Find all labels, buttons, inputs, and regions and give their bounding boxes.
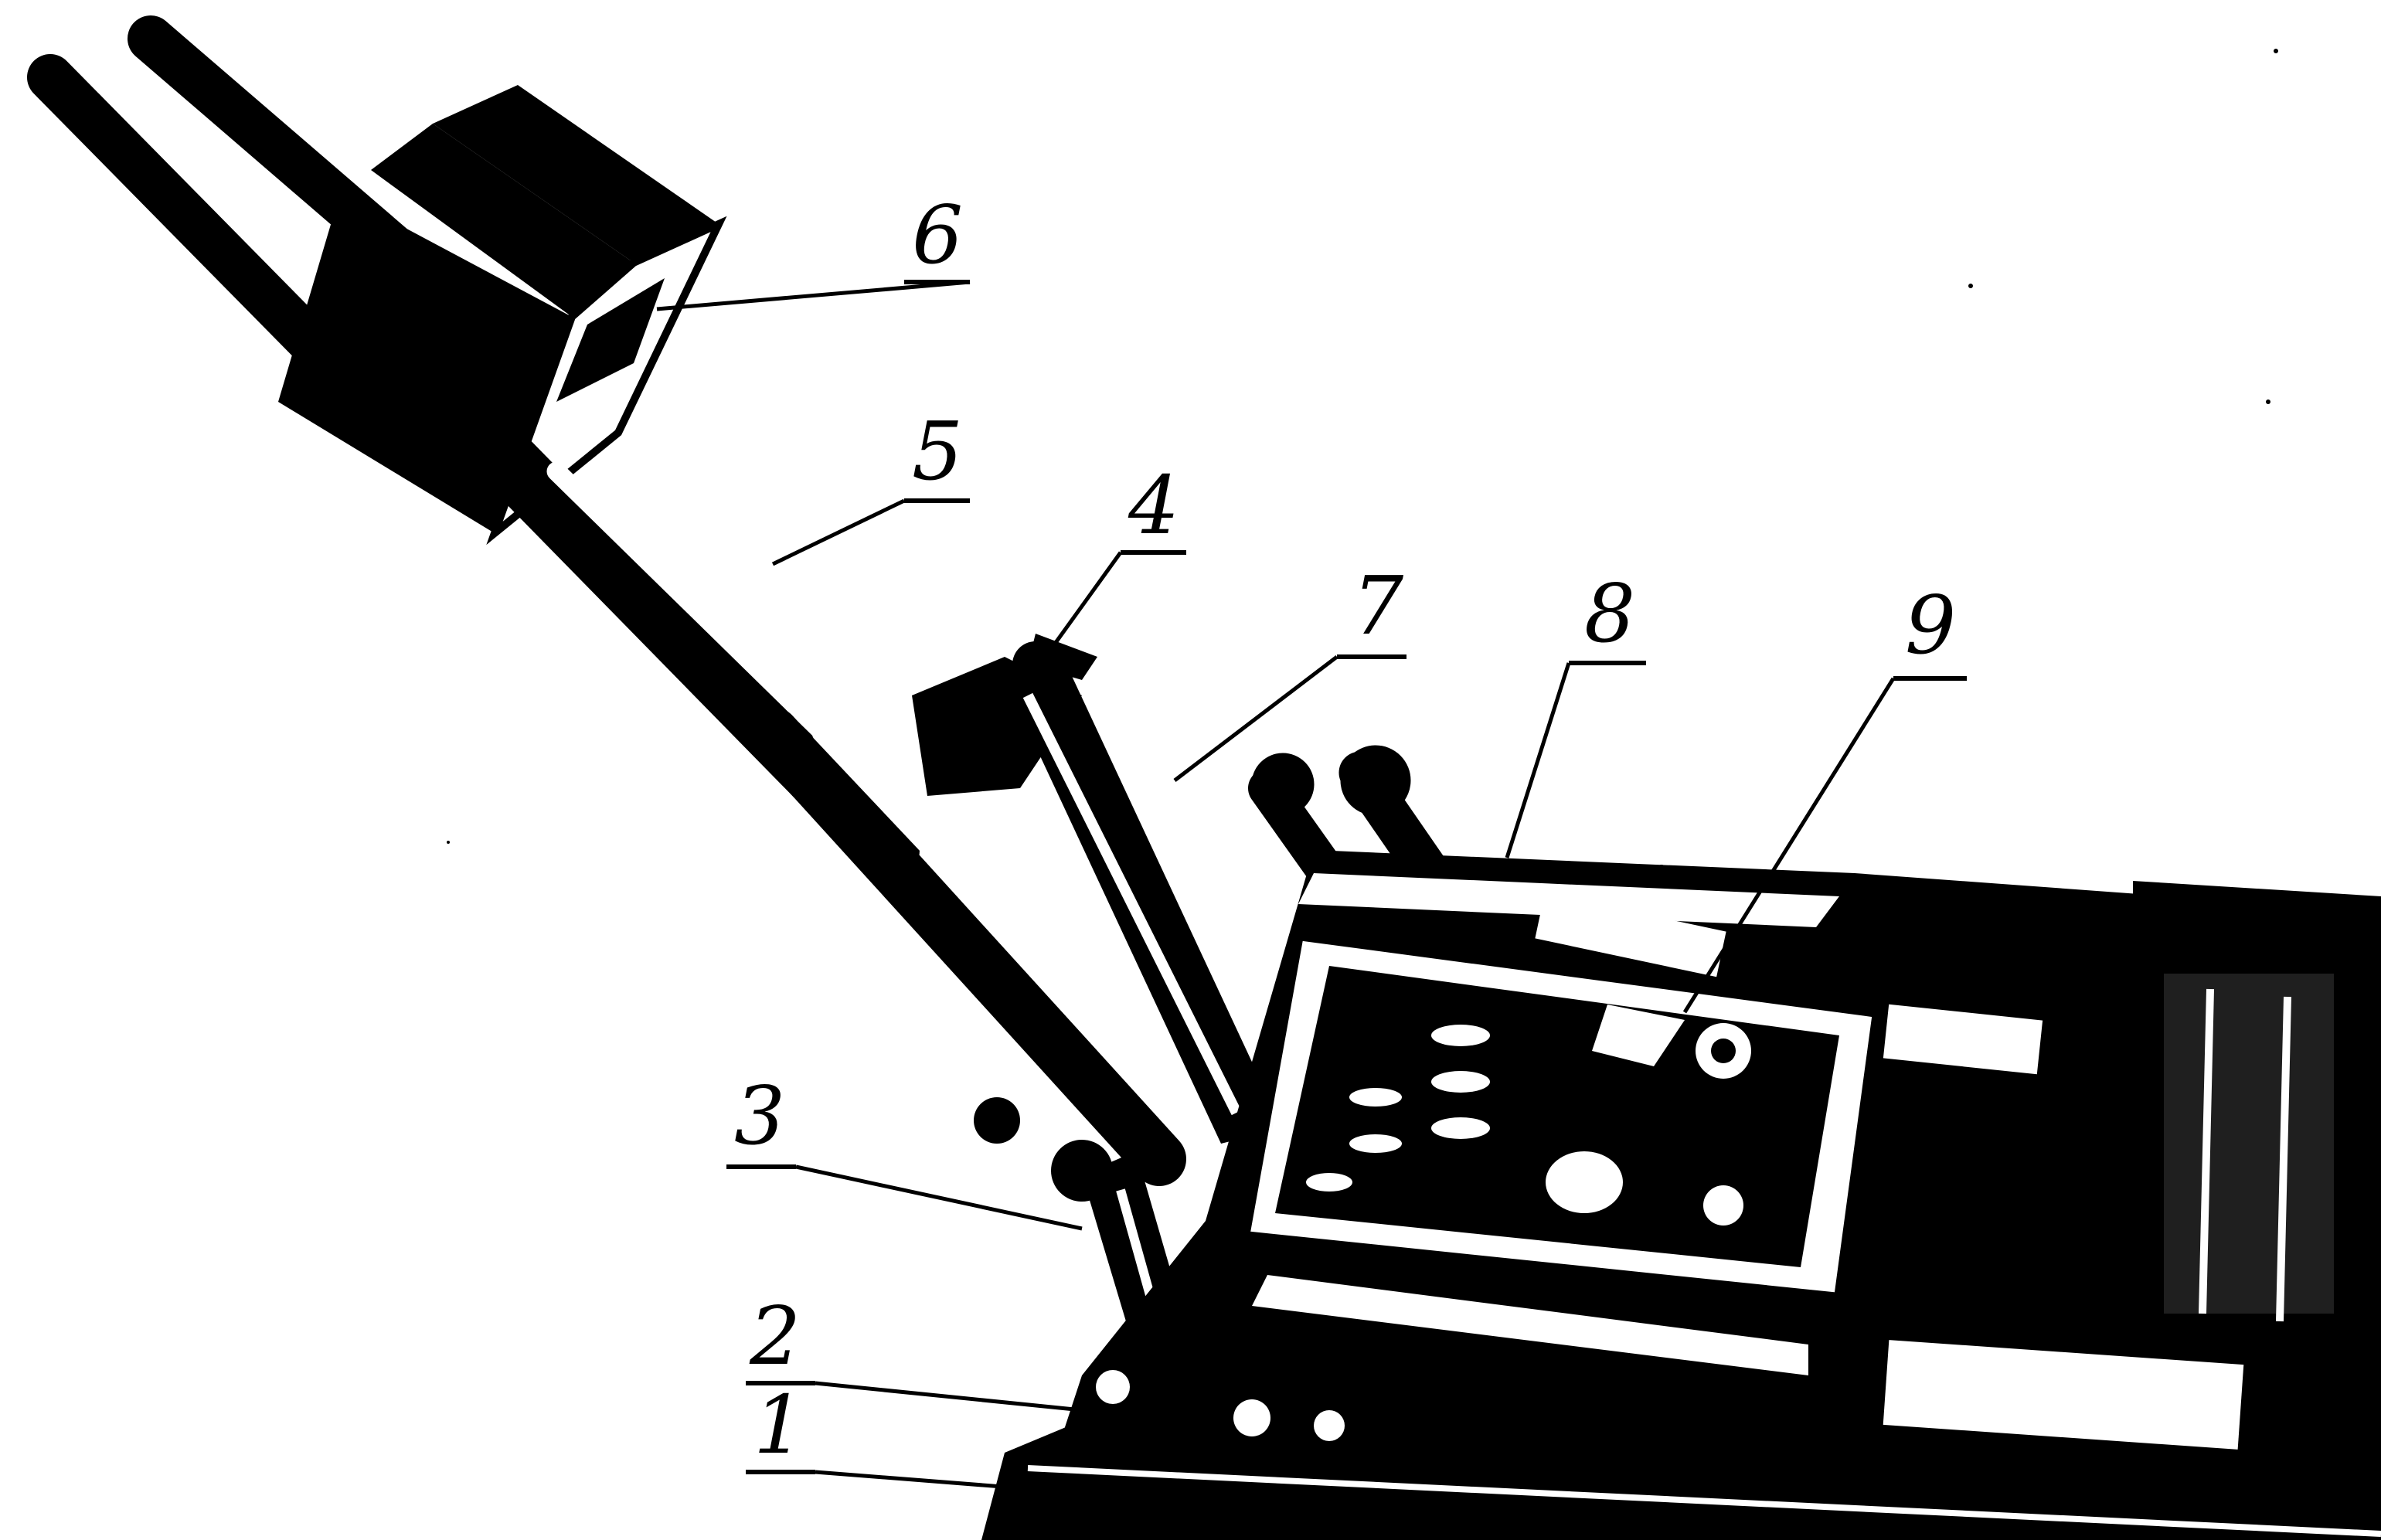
callout-leaders: 6 5 4 7 8 9 3 bbox=[656, 188, 1967, 1490]
callout-8: 8 bbox=[1505, 566, 1646, 858]
callout-label-3: 3 bbox=[734, 1069, 785, 1163]
callout-2: 2 bbox=[746, 1289, 1083, 1413]
callout-label-4: 4 bbox=[1128, 458, 1179, 552]
cam-mechanism bbox=[1535, 892, 1751, 1226]
scan-specks bbox=[447, 49, 2278, 874]
callout-label-5: 5 bbox=[912, 404, 963, 498]
callout-6: 6 bbox=[656, 188, 971, 311]
callout-3: 3 bbox=[726, 1069, 1083, 1231]
callout-label-6: 6 bbox=[912, 188, 963, 282]
callout-label-1: 1 bbox=[753, 1378, 804, 1472]
callout-label-7: 7 bbox=[1352, 559, 1404, 653]
main-housing bbox=[981, 850, 2381, 1540]
callout-label-9: 9 bbox=[1905, 578, 1956, 672]
callout-1: 1 bbox=[746, 1378, 1013, 1490]
callout-5: 5 bbox=[771, 404, 970, 566]
callout-label-2: 2 bbox=[749, 1289, 801, 1383]
callout-label-8: 8 bbox=[1584, 566, 1635, 661]
callout-4: 4 bbox=[1049, 458, 1186, 651]
callout-7: 7 bbox=[1173, 559, 1406, 782]
callout-9: 9 bbox=[1682, 578, 1967, 1014]
machine-illustration bbox=[27, 15, 2381, 1540]
clamp-linkage bbox=[912, 634, 1283, 1144]
lever-arm bbox=[479, 433, 1213, 1186]
